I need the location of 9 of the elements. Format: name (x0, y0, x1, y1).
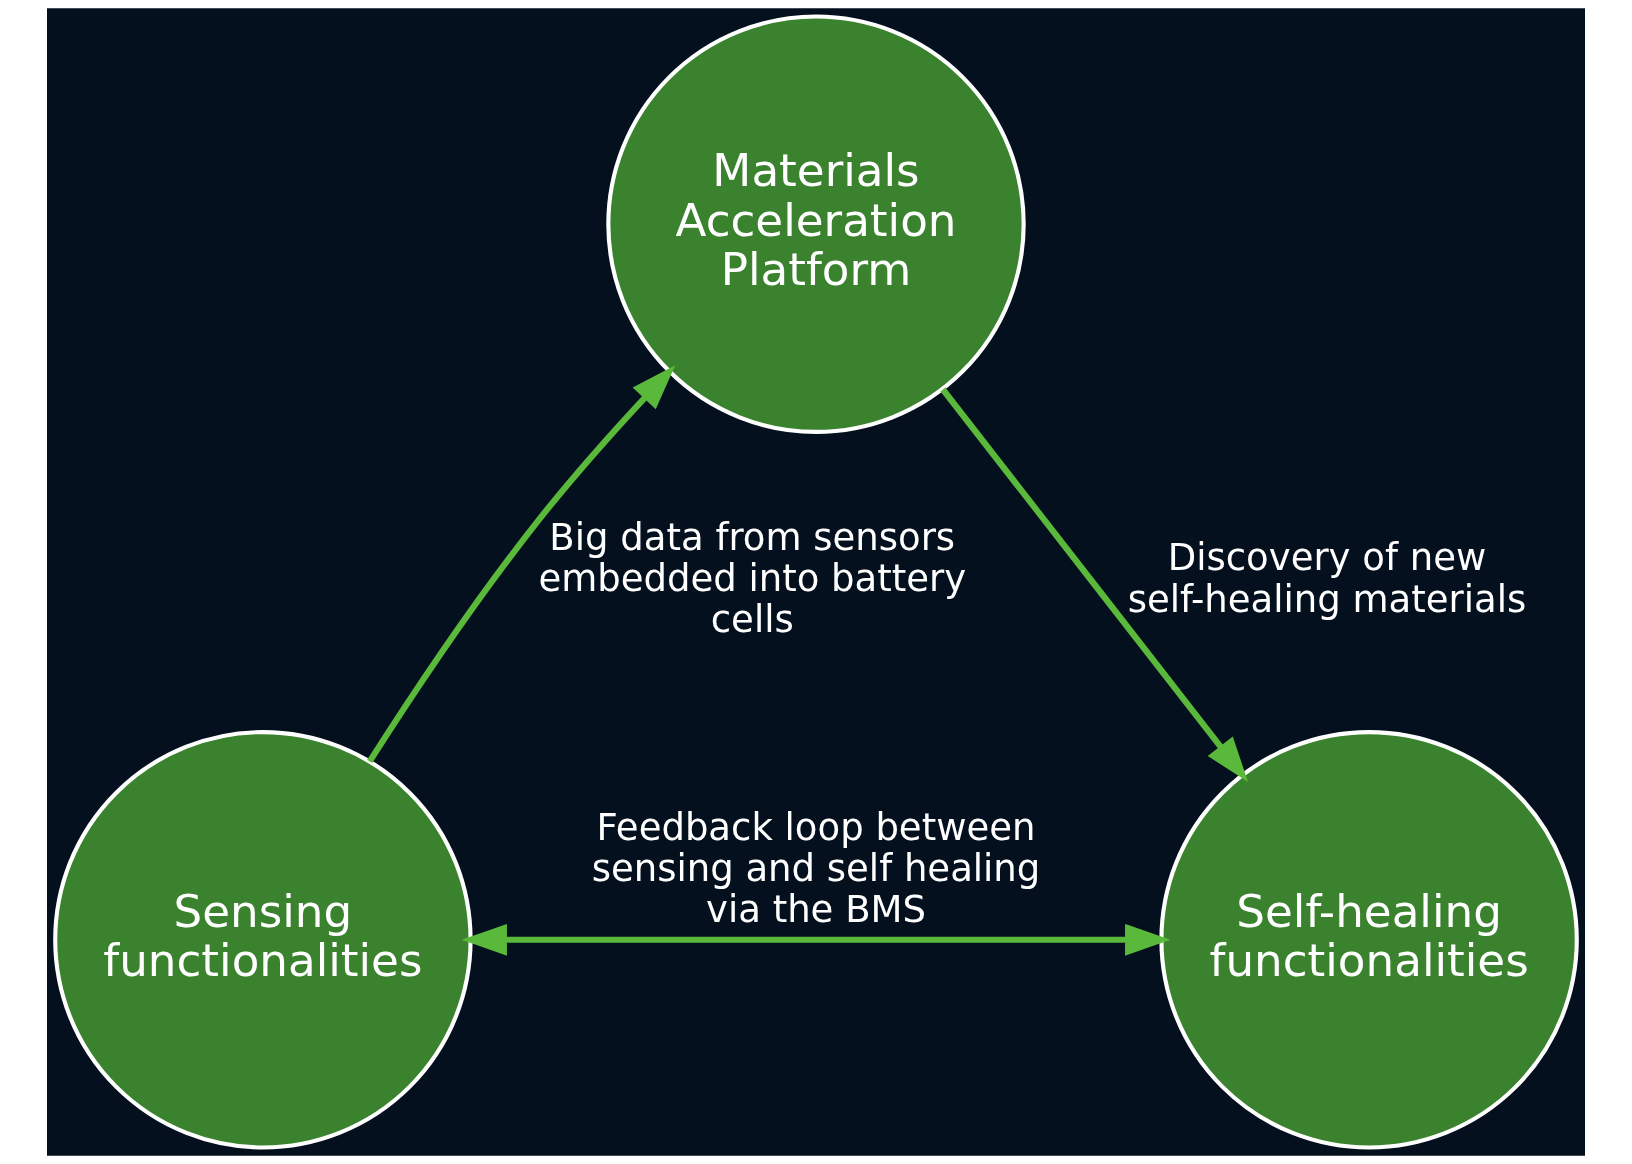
node-circle: Sensing functionalities (53, 730, 473, 1150)
edge-label: Big data from sensors embedded into battery cells (538, 515, 967, 642)
edge-label: Feedback loop between sensing and self healing via the BMS (591, 805, 1041, 932)
arrow (940, 387, 1249, 782)
arrow (461, 923, 1171, 956)
node-circle: Materials Acceleration Platform (606, 14, 1026, 434)
edge-label: Discovery of new self-healing materials (1127, 536, 1527, 621)
node-circle: Self-healing functionalities (1159, 730, 1579, 1150)
arrow (367, 365, 676, 764)
